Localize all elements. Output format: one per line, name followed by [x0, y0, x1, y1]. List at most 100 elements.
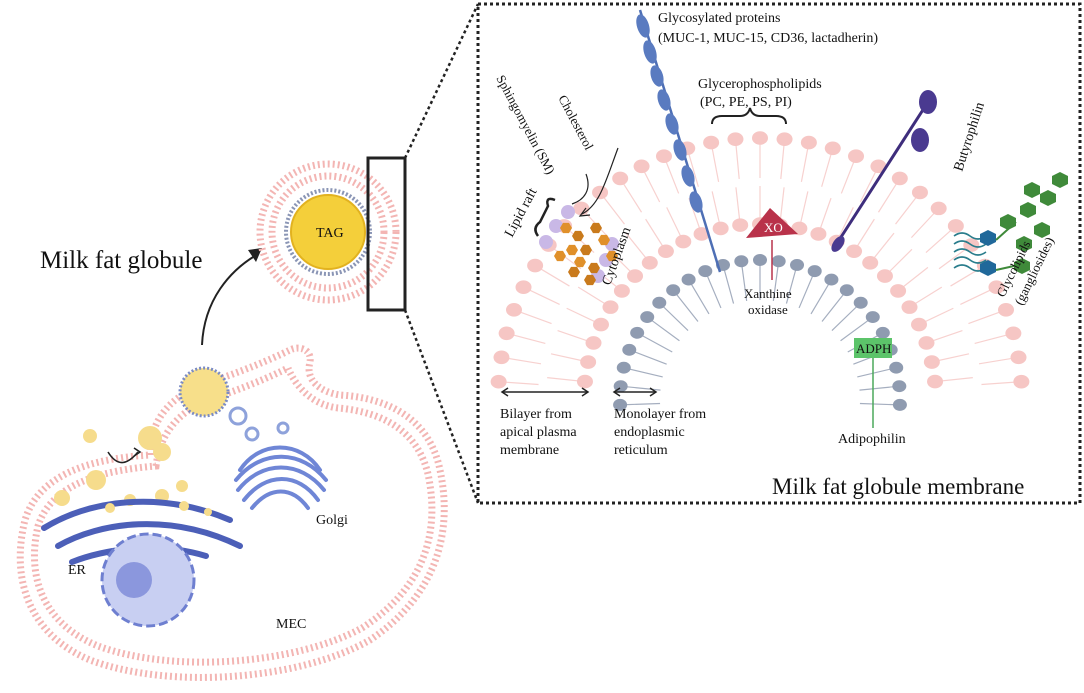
- er-monolayer-lipid-head: [771, 255, 786, 268]
- inner-leaflet-lipid-head: [901, 300, 918, 314]
- label-bilayer-1: Bilayer from: [500, 407, 572, 422]
- outer-leaflet-lipid-head: [891, 171, 908, 186]
- outer-leaflet-lipid-head: [998, 303, 1015, 317]
- label-glycerophospholipids: Glycerophospholipids: [698, 77, 822, 92]
- cholesterol-molecule: [572, 230, 584, 242]
- er-monolayer-lipid-tail: [810, 279, 832, 315]
- er-monolayer-lipid-head: [630, 326, 645, 339]
- cholesterol-molecule: [568, 266, 580, 278]
- inner-leaflet-lipid-head: [712, 221, 729, 236]
- inner-leaflet-lipid-head: [918, 336, 935, 350]
- outer-leaflet-lipid-head: [633, 159, 650, 174]
- outer-leaflet-lipid-head: [800, 135, 817, 150]
- er-monolayer-lipid-tail: [831, 302, 862, 331]
- cholesterol-cluster: [554, 222, 618, 286]
- outer-leaflet-lipid-head: [493, 350, 510, 365]
- cholesterol-molecule: [554, 250, 566, 262]
- label-oxidase: oxidase: [748, 302, 788, 317]
- nucleolus: [116, 562, 152, 598]
- inner-leaflet-lipid-head: [923, 355, 940, 369]
- outer-leaflet-lipid-head: [776, 132, 793, 146]
- globule-outer-membrane: [256, 160, 400, 304]
- inner-leaflet-lipid-head: [911, 317, 928, 332]
- er-monolayer-lipid-tail: [722, 264, 735, 304]
- xanthine-oxidase: XO: [746, 208, 798, 280]
- er-monolayer-lipid-head: [753, 254, 767, 266]
- outer-leaflet-lipid-head: [527, 258, 544, 273]
- cholesterol-molecule: [588, 262, 600, 274]
- outer-leaflet-lipid-head: [573, 201, 590, 216]
- outer-leaflet-lipid-head: [988, 280, 1005, 295]
- outer-leaflet-lipid-head: [1010, 350, 1027, 365]
- cholesterol-molecule: [574, 256, 586, 268]
- er-monolayer-lipid-head: [652, 296, 667, 309]
- er-monolayer-lipid-head: [839, 284, 854, 297]
- er-monolayer-lipid-tail: [658, 302, 689, 331]
- outer-leaflet-lipid-head: [515, 280, 532, 295]
- outer-leaflet-lipid-head: [848, 149, 865, 164]
- outer-leaflet-lipid-head: [824, 141, 841, 156]
- adph-box: [854, 338, 892, 358]
- er-monolayer-lipid-head: [889, 361, 904, 374]
- detail-box: [476, 2, 1082, 505]
- budding-droplet: [178, 366, 230, 418]
- inner-leaflet-lipid-head: [641, 255, 658, 270]
- lipid-raft: [534, 147, 619, 286]
- label-bilayer-3: membrane: [500, 443, 559, 458]
- cholesterol-molecule: [584, 274, 596, 286]
- inner-leaflet-lipid-head: [693, 227, 710, 241]
- cholesterol-molecule: [566, 244, 578, 256]
- er-monolayer-lipid-tail: [646, 316, 680, 342]
- outer-leaflet-lipid-head: [1013, 374, 1030, 389]
- butyrophilin-protein: [831, 90, 937, 252]
- outer-leaflet-lipid-head: [612, 171, 629, 186]
- outer-leaflet-lipid-head: [703, 135, 720, 150]
- outer-leaflet-lipid-head: [655, 149, 672, 164]
- inner-leaflet-lipid-head: [657, 244, 674, 259]
- label-golgi: Golgi: [316, 513, 348, 528]
- inner-leaflet-lipid-head: [602, 300, 619, 314]
- er-monolayer-lipid-head: [616, 361, 631, 374]
- inner-leaflet-lipid-head: [592, 317, 609, 332]
- label-glycerophospholipids-list: (PC, PE, PS, PI): [700, 95, 792, 110]
- golgi-vesicles: [228, 406, 290, 442]
- er-monolayer-lipid-tail: [740, 261, 748, 301]
- inner-leaflet-lipid-head: [862, 255, 879, 270]
- label-mec: MEC: [276, 617, 306, 632]
- outer-leaflet-lipid-head: [592, 185, 609, 200]
- cell-membrane-outer: [16, 344, 448, 681]
- cholesterol-molecule: [598, 234, 610, 246]
- er-monolayer-lipid-head: [681, 273, 696, 286]
- zoom-connector-top: [403, 3, 480, 159]
- label-monolayer-2: endoplasmic: [614, 425, 685, 440]
- er-monolayer-lipid-head: [622, 343, 637, 356]
- inner-leaflet-lipid-head: [627, 269, 644, 283]
- bilayer-extent-arrow: [500, 387, 590, 397]
- label-glycosylated-proteins-list: (MUC-1, MUC-15, CD36, lactadherin): [658, 31, 878, 46]
- er-monolayer-lipid-head: [892, 398, 907, 411]
- zoom-box: [366, 156, 407, 312]
- inner-leaflet-lipid-head: [890, 284, 907, 298]
- er-monolayer-lipid-head: [790, 259, 805, 271]
- label-mfgm: Milk fat globule membrane: [772, 474, 1024, 499]
- secretion-arrow: [201, 253, 259, 346]
- er-monolayer-lipid-head: [853, 296, 868, 309]
- er-monolayer-lipid-head: [734, 255, 749, 268]
- monolayer-extent-arrow: [612, 387, 658, 397]
- er-monolayer-lipid-head: [666, 284, 681, 297]
- label-xo: XO: [764, 220, 783, 235]
- outer-leaflet-lipid-head: [498, 326, 515, 341]
- inner-leaflet-lipid-head: [732, 218, 749, 232]
- er-monolayer-lipid-tail: [688, 279, 710, 315]
- label-adipophilin: Adipophilin: [838, 432, 906, 447]
- er-monolayer-lipid-tail: [772, 261, 780, 301]
- er-monolayer-lipid-head: [698, 265, 713, 278]
- label-monolayer-3: reticulum: [614, 443, 668, 458]
- inner-leaflet-lipid-head: [585, 336, 602, 350]
- label-cholesterol: Cholesterol: [555, 92, 597, 152]
- adipophilin: ADPH: [854, 338, 892, 428]
- xo-shape: [746, 208, 798, 238]
- er-monolayer-lipid-head: [865, 311, 880, 324]
- label-sphingomyelin: Sphingomyelin (SM): [493, 72, 558, 176]
